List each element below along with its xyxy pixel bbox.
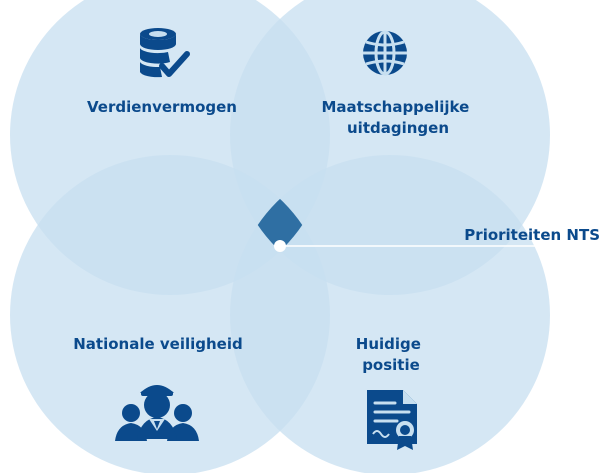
center-label: Prioriteiten NTS: [464, 226, 600, 244]
circle-bottom-right: [230, 155, 550, 473]
label-bottom-right: Huidige positie: [356, 335, 426, 374]
certificate-document-icon: [367, 390, 417, 450]
label-bottom-left: Nationale veiligheid: [73, 335, 242, 353]
label-bottom-right-line2: positie: [362, 356, 420, 374]
center-dot: [274, 240, 286, 252]
circle-bottom-left: [10, 155, 330, 473]
label-bottom-right-line1: Huidige: [356, 335, 421, 353]
circles-group: [10, 0, 550, 473]
globe-icon: [363, 30, 407, 76]
security-officers-icon: [115, 385, 199, 441]
label-top-right: Maatschappelijke uitdagingen: [321, 98, 474, 137]
label-top-right-line2: uitdagingen: [347, 119, 449, 137]
coins-check-icon: [140, 28, 190, 78]
label-top-right-line1: Maatschappelijke: [321, 98, 469, 116]
label-top-left: Verdienvermogen: [87, 98, 237, 116]
